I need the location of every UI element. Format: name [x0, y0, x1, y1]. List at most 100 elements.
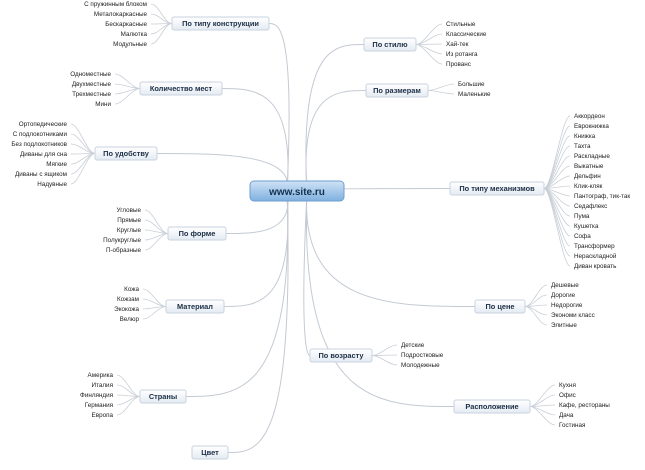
leaf-label[interactable]: Европа [92, 412, 114, 419]
leaf-label[interactable]: Одноместные [70, 71, 111, 78]
leaf-label[interactable]: Детские [401, 342, 425, 349]
leaf-label[interactable]: Без подлокотников [11, 141, 67, 148]
leaf-label[interactable]: Прованс [446, 61, 471, 68]
leaf-label[interactable]: Ортопедические [19, 121, 68, 128]
leaf-label[interactable]: Элитные [551, 322, 577, 329]
leaf-label[interactable]: С пружинным блоком [84, 0, 147, 8]
leaf-label[interactable]: Диваны с ящиком [15, 171, 67, 178]
center-node[interactable]: www.site.ru [249, 180, 345, 202]
leaf-label[interactable]: Раскладные [574, 153, 610, 160]
leaf-label[interactable]: Кухня [559, 382, 576, 389]
leaf-label[interactable]: Двухместные [72, 81, 112, 88]
leaf-label[interactable]: Металокаркасные [94, 11, 148, 18]
leaf-label[interactable]: Гостиная [559, 422, 585, 429]
branch-node-label: По удобству [103, 149, 150, 158]
leaf-label[interactable]: Молодежные [401, 362, 440, 369]
branch-node[interactable]: По возрасту [309, 348, 373, 363]
leaf-label[interactable]: Модульные [113, 41, 147, 48]
branch-node-box [191, 445, 229, 460]
leaf-label[interactable]: Диваны для сна [20, 151, 67, 158]
leaf-label[interactable]: Аккордеон [574, 113, 605, 120]
leaf-label[interactable]: Прямые [117, 217, 141, 224]
leaf-connector [415, 43, 443, 45]
leaf-label[interactable]: Пума [574, 213, 590, 220]
leaf-label[interactable]: Софа [574, 233, 591, 240]
leaf-label[interactable]: Трехместные [72, 91, 111, 98]
leaf-label[interactable]: Тахта [574, 143, 591, 150]
leaf-label[interactable]: Нераскладной [574, 252, 617, 260]
branch-node[interactable]: По стилю [363, 37, 417, 52]
leaf-label[interactable]: Пантограф, тик-так [574, 193, 630, 200]
branch-node-label: По типу конструкции [182, 19, 259, 28]
leaf-label[interactable]: Стильные [446, 21, 476, 28]
branch-node[interactable]: По удобству [94, 146, 158, 161]
leaf-label[interactable]: Классические [446, 31, 487, 38]
leaf-label[interactable]: Трансформер [574, 243, 615, 250]
leaf-label[interactable]: Кожзам [117, 296, 139, 303]
leaf-label[interactable]: Книжка [574, 133, 596, 140]
leaf-label[interactable]: Финляндия [80, 392, 113, 399]
leaf-label[interactable]: С подлокотниками [13, 131, 68, 138]
leaf-label[interactable]: Дельфин [574, 173, 601, 180]
branch-node[interactable]: По типу механизмов [449, 181, 545, 196]
branch-connector [268, 23, 290, 192]
branch-node-label: По форме [179, 229, 216, 238]
leaf-label[interactable]: Дешевые [551, 282, 579, 289]
leaf-label[interactable]: Велюр [120, 316, 140, 323]
leaf-label[interactable]: Надувные [37, 181, 67, 188]
center-node-label: www.site.ru [268, 187, 325, 198]
leaf-label[interactable]: Хай-тек [446, 40, 469, 48]
branch-node-box [449, 181, 545, 196]
leaf-label[interactable]: Круглые [117, 227, 142, 234]
leaf-connector [114, 88, 141, 105]
branch-node[interactable]: Расположение [453, 399, 531, 414]
branch-node[interactable]: Количество мест [139, 81, 223, 96]
branch-connector [306, 190, 476, 307]
leaf-label[interactable]: Италия [92, 382, 113, 389]
leaf-label[interactable]: Бескаркасные [105, 21, 147, 28]
nodes-layer: По типу конструкции С пружинным блокомМет… [11, 0, 630, 460]
leaf-label[interactable]: Германия [85, 402, 113, 409]
leaf-label[interactable]: Угловые [117, 207, 142, 214]
branch-node[interactable]: Цвет [191, 445, 229, 460]
leaf-label[interactable]: Офис [559, 392, 576, 399]
leaf-label[interactable]: Еврокнижка [574, 123, 609, 130]
leaf-connector [150, 23, 173, 45]
leaf-label[interactable]: Маленькие [458, 91, 491, 98]
leaf-label[interactable]: Кушетка [574, 223, 599, 230]
leaf-label[interactable]: Седафлекс [574, 203, 607, 210]
branch-node[interactable]: По размерам [365, 83, 429, 98]
branch-node[interactable]: Страны [139, 389, 187, 404]
leaf-label[interactable]: Дорогие [551, 292, 576, 299]
leaf-label[interactable]: Из ротанга [446, 51, 478, 58]
branch-node[interactable]: По цене [474, 299, 526, 314]
branch-node[interactable]: По форме [167, 226, 227, 241]
branch-connector [221, 88, 289, 192]
leaf-label[interactable]: Экономи класс [551, 312, 595, 319]
leaf-label[interactable]: Америка [88, 372, 114, 379]
branch-connector [305, 44, 365, 192]
leaf-label[interactable]: Кафе, рестораны [559, 402, 610, 409]
leaf-label[interactable]: Подростковые [401, 352, 444, 359]
leaf-label[interactable]: Экокожа [114, 306, 139, 313]
branch-connector [305, 190, 455, 407]
leaf-label[interactable]: П-образные [106, 246, 142, 254]
leaf-connector [427, 90, 455, 95]
leaf-label[interactable]: Дача [559, 412, 574, 419]
leaf-label[interactable]: Малютка [121, 31, 148, 38]
leaf-label[interactable]: Полукруглые [103, 237, 141, 244]
branch-node[interactable]: Материал [165, 299, 225, 314]
branch-node-box [453, 399, 531, 414]
leaf-label[interactable]: Мини [95, 101, 111, 108]
branch-node[interactable]: По типу конструкции [171, 16, 270, 31]
leaf-label[interactable]: Мягкие [46, 161, 67, 168]
branch-node-label: Страны [149, 392, 177, 401]
leaf-label[interactable]: Диван кровать [574, 263, 617, 270]
leaf-label[interactable]: Кожа [124, 286, 139, 293]
leaf-label[interactable]: Большие [458, 81, 485, 88]
leaf-connector [70, 133, 96, 154]
leaf-label[interactable]: Клик-кляк [574, 183, 603, 190]
leaf-label[interactable]: Недорогие [551, 302, 583, 309]
leaf-label[interactable]: Выкатные [574, 163, 604, 170]
leaf-connector [371, 354, 398, 356]
